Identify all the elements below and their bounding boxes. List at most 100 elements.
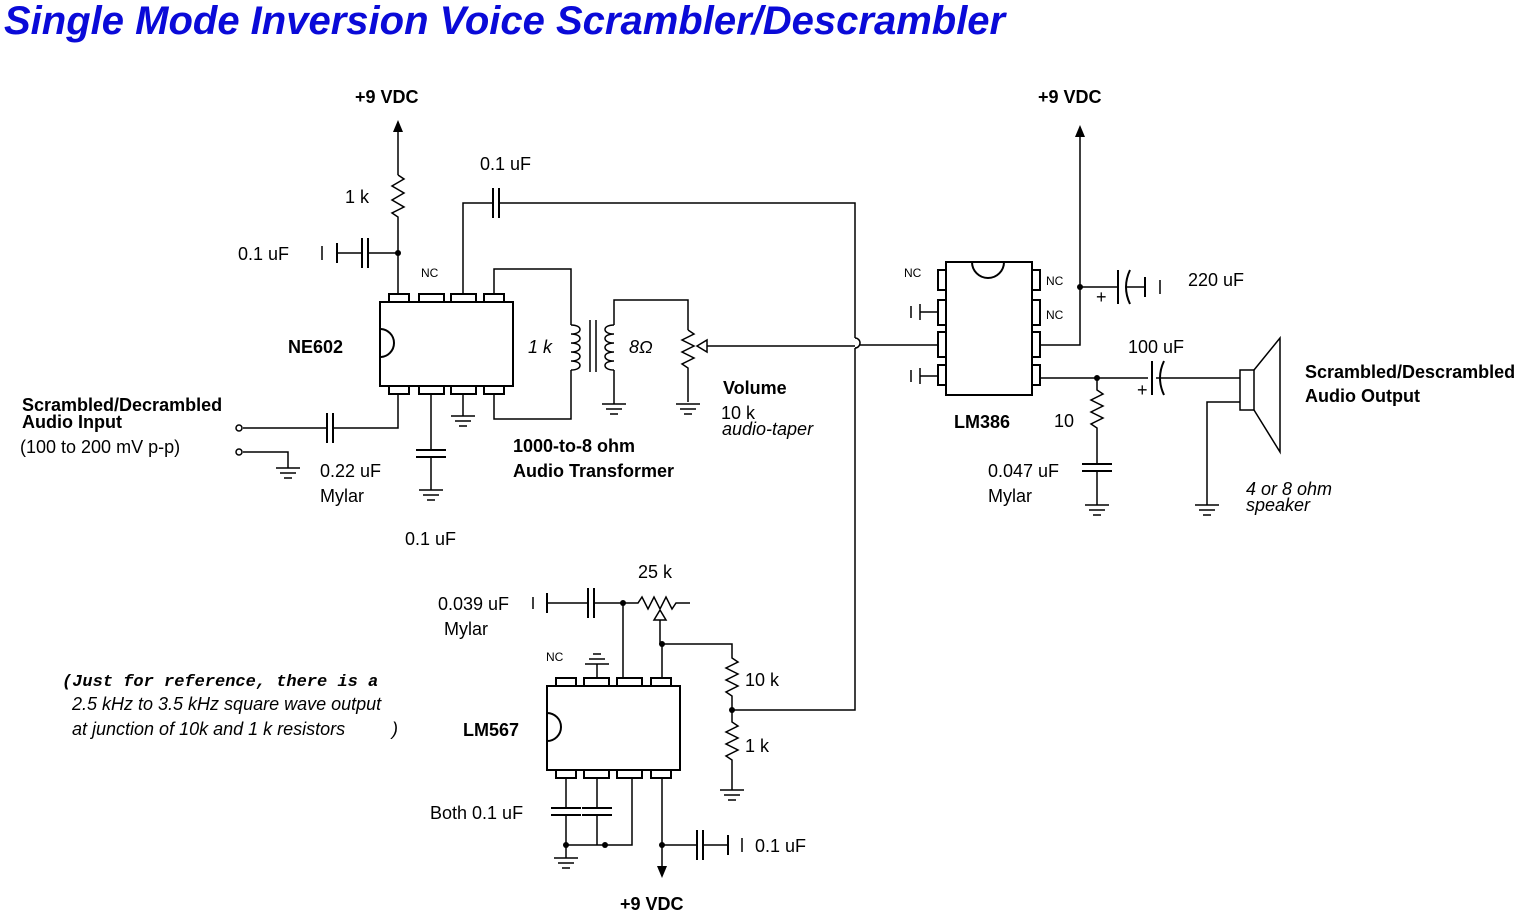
transformer-title-line2: Audio Transformer [513, 461, 674, 481]
potentiometer-25k [623, 595, 690, 611]
chip-notch [546, 712, 562, 742]
chip-notch [971, 261, 1005, 279]
chip-pin [937, 364, 947, 386]
volume-value-label: 10 k [721, 403, 756, 423]
wire [493, 370, 572, 420]
ground-icon [451, 415, 475, 427]
capacitor-220-plus: + [1096, 287, 1107, 307]
chip-pin [450, 293, 477, 303]
chip-pin [1031, 299, 1041, 326]
chip-pin [650, 677, 672, 687]
ground-icon [676, 403, 700, 415]
lm386-supply-label: +9 VDC [1038, 87, 1102, 107]
speaker-label-line1: 4 or 8 ohm [1246, 479, 1332, 499]
ne602-supply-label: +9 VDC [355, 87, 419, 107]
junction-dot [729, 707, 735, 713]
capacitor-plate-curved [1125, 269, 1131, 305]
transformer-primary-label: 1 k [528, 337, 553, 357]
resistor-10 [1089, 378, 1105, 505]
wire [1041, 130, 1081, 346]
ne602-chip [379, 301, 514, 387]
capacitor-symbol [326, 413, 334, 443]
junction-dot [602, 842, 608, 848]
volume-potentiometer [680, 329, 696, 402]
ground-icon [419, 489, 443, 501]
diagram-title: Single Mode Inversion Voice Scrambler/De… [4, 0, 1008, 43]
chip-pin [483, 293, 505, 303]
chip-pin [650, 769, 672, 779]
input-title-line2: Audio Input [22, 412, 122, 432]
capacitor-symbol [587, 588, 595, 618]
capacitor-symbol [416, 449, 446, 458]
ground-icon [1195, 504, 1219, 516]
lm567-chip [546, 685, 681, 771]
wire-crossover [854, 337, 861, 349]
capacitor-symbol [582, 807, 612, 816]
capacitor-022-mylar-label: Mylar [320, 486, 364, 506]
supply-arrow-icon [657, 866, 667, 878]
reference-note: (Just for reference, there is a 2.5 kHz … [62, 673, 398, 739]
speaker-icon [1253, 335, 1281, 455]
input-level-label: (100 to 200 mV p-p) [20, 437, 180, 457]
ground-icon [602, 403, 626, 415]
capacitor-0047-label: 0.047 uF [988, 461, 1059, 481]
wire [243, 451, 289, 468]
ne602-nc-label: NC [421, 266, 439, 280]
ground-icon [585, 653, 609, 678]
chip-pin [583, 677, 610, 687]
wire [1206, 401, 1240, 505]
capacitor-symbol [696, 830, 704, 860]
lm386-section: +9 VDC + 220 uF LM386 NC NC NC [860, 87, 1515, 516]
transformer-secondary-coil [604, 324, 615, 371]
output-title-line1: Scrambled/Descrambled [1305, 362, 1515, 382]
capacitor-0039-label: 0.039 uF [438, 594, 509, 614]
capacitor-symbol [551, 807, 581, 816]
resistor-10-label: 10 [1054, 411, 1074, 431]
input-terminal [235, 424, 243, 432]
wire [732, 348, 856, 711]
transformer-primary-coil [570, 324, 581, 371]
potentiometer-25k-label: 25 k [638, 562, 673, 582]
ground-icon [554, 845, 578, 869]
speaker-body [1239, 369, 1255, 411]
lm386-nc-right-1: NC [1046, 274, 1064, 288]
ne602-section: +9 VDC 1 k 0.1 uF NE602 NC 0.1 uF [20, 87, 861, 711]
chip-pin [616, 677, 643, 687]
wire [493, 268, 572, 325]
resistor-1k-bottom-label: 1 k [745, 736, 770, 756]
chip-pin [937, 299, 947, 326]
input-title-line1: Scrambled/Decrambled [22, 395, 222, 415]
supply-arrow-icon [1075, 125, 1085, 137]
volume-taper-label: audio-taper [722, 419, 814, 439]
wire [462, 202, 856, 338]
chip-pin [450, 385, 477, 395]
capacitor-symbol [492, 188, 500, 218]
chip-pin [1031, 269, 1041, 291]
chip-pin [616, 769, 643, 779]
resistor-1k-top [390, 174, 406, 294]
chip-pin [388, 293, 410, 303]
capacitor-symbol [361, 238, 369, 268]
chip-pin [555, 677, 577, 687]
note-line1: (Just for reference, there is a [62, 673, 378, 692]
both-caps-label: Both 0.1 uF [430, 803, 523, 823]
chip-pin [388, 385, 410, 395]
speaker-label-line2: speaker [1246, 495, 1311, 515]
wire [613, 299, 689, 330]
chip-pin [483, 385, 505, 395]
transformer-title-line1: 1000-to-8 ohm [513, 436, 635, 456]
resistor-10k-label: 10 k [745, 670, 780, 690]
chip-pin [1031, 331, 1041, 358]
chip-pin [1031, 364, 1041, 386]
lm386-nc-left: NC [904, 266, 922, 280]
ground-icon [276, 467, 300, 479]
ground-stub [919, 368, 938, 384]
output-title-line2: Audio Output [1305, 386, 1420, 406]
input-terminal [235, 448, 243, 456]
lm386-chip [945, 261, 1033, 396]
capacitor-0039-mylar-label: Mylar [444, 619, 488, 639]
wiper-arrow-icon [652, 608, 668, 621]
lm567-supply-label: +9 VDC [620, 894, 684, 914]
capacitor-100-plus: + [1137, 380, 1148, 400]
